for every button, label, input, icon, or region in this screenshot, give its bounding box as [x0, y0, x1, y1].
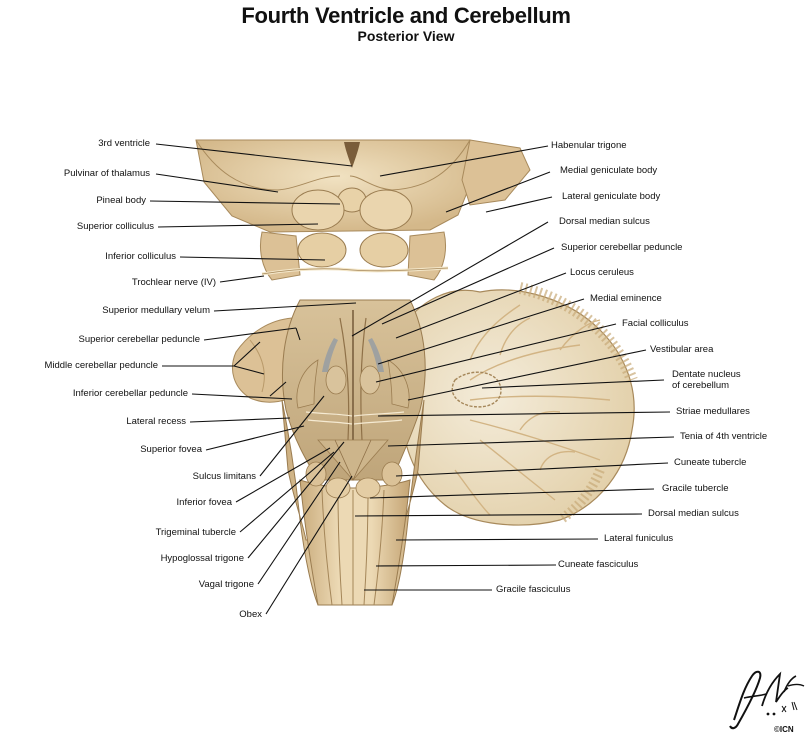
label-pineal-body: Pineal body — [96, 195, 146, 206]
label-dentate-nucleus: Dentate nucleus — [672, 369, 741, 380]
label-tenia-of-4th-ventricle: Tenia of 4th ventricle — [680, 431, 768, 442]
label-medial-geniculate-body: Medial geniculate body — [560, 165, 658, 176]
plate-title: Fourth Ventricle and Cerebellum — [241, 3, 571, 28]
label-sulcus-limitans: Sulcus limitans — [192, 471, 256, 482]
label-facial-colliculus: Facial colliculus — [622, 318, 689, 329]
label-hypoglossal-trigone: Hypoglossal trigone — [160, 553, 244, 564]
leader-lines — [149, 143, 675, 615]
label-habenular-trigone: Habenular trigone — [551, 140, 627, 151]
label-middle-cerebellar-peduncle: Middle cerebellar peduncle — [44, 360, 158, 371]
label-gracile-tubercle: Gracile tubercle — [662, 483, 729, 494]
label-superior-cerebellar-peduncle-left: Superior cerebellar peduncle — [78, 334, 200, 345]
label-gracile-fasciculus: Gracile fasciculus — [496, 584, 571, 595]
label-dorsal-median-sulcus-upper: Dorsal median sulcus — [559, 216, 650, 227]
label-superior-colliculus: Superior colliculus — [76, 221, 154, 232]
label-locus-ceruleus: Locus ceruleus — [570, 267, 634, 278]
label-superior-fovea: Superior fovea — [140, 444, 202, 455]
label-lateral-recess: Lateral recess — [126, 416, 186, 427]
label-pulvinar-of-thalamus: Pulvinar of thalamus — [63, 168, 150, 179]
label-vestibular-area: Vestibular area — [650, 344, 714, 355]
label-vagal-trigone: Vagal trigone — [198, 579, 254, 590]
label-inferior-colliculus: Inferior colliculus — [105, 251, 176, 262]
label-inferior-fovea: Inferior fovea — [176, 497, 232, 508]
label-obex: Obex — [239, 609, 262, 620]
label-cuneate-fasciculus: Cuneate fasciculus — [558, 559, 639, 570]
colliculi — [259, 189, 449, 281]
label-trochlear-nerve: Trochlear nerve (IV) — [131, 277, 216, 288]
label-cuneate-tubercle: Cuneate tubercle — [674, 457, 747, 468]
label-dorsal-median-sulcus-lower: Dorsal median sulcus — [648, 508, 739, 519]
plate-subtitle: Posterior View — [357, 28, 455, 44]
fourth-ventricle-floor — [281, 299, 426, 481]
label-superior-medullary-velum: Superior medullary velum — [102, 305, 210, 316]
label-3rd-ventricle: 3rd ventricle — [98, 138, 150, 149]
label-superior-cerebellar-peduncle-right: Superior cerebellar peduncle — [561, 242, 683, 253]
artist-signature: ©ICN — [729, 670, 805, 734]
label-lateral-funiculus: Lateral funiculus — [604, 533, 674, 544]
label-lateral-geniculate-body: Lateral geniculate body — [562, 191, 661, 202]
label-inferior-cerebellar-peduncle: Inferior cerebellar peduncle — [72, 388, 188, 399]
label-striae-medullares: Striae medullares — [676, 406, 750, 417]
label-trigeminal-tubercle: Trigeminal tubercle — [155, 527, 236, 538]
label-medial-eminence: Medial eminence — [590, 293, 662, 304]
publisher-mark: ©ICN — [774, 725, 794, 734]
label-of-cerebellum: of cerebellum — [672, 380, 730, 391]
